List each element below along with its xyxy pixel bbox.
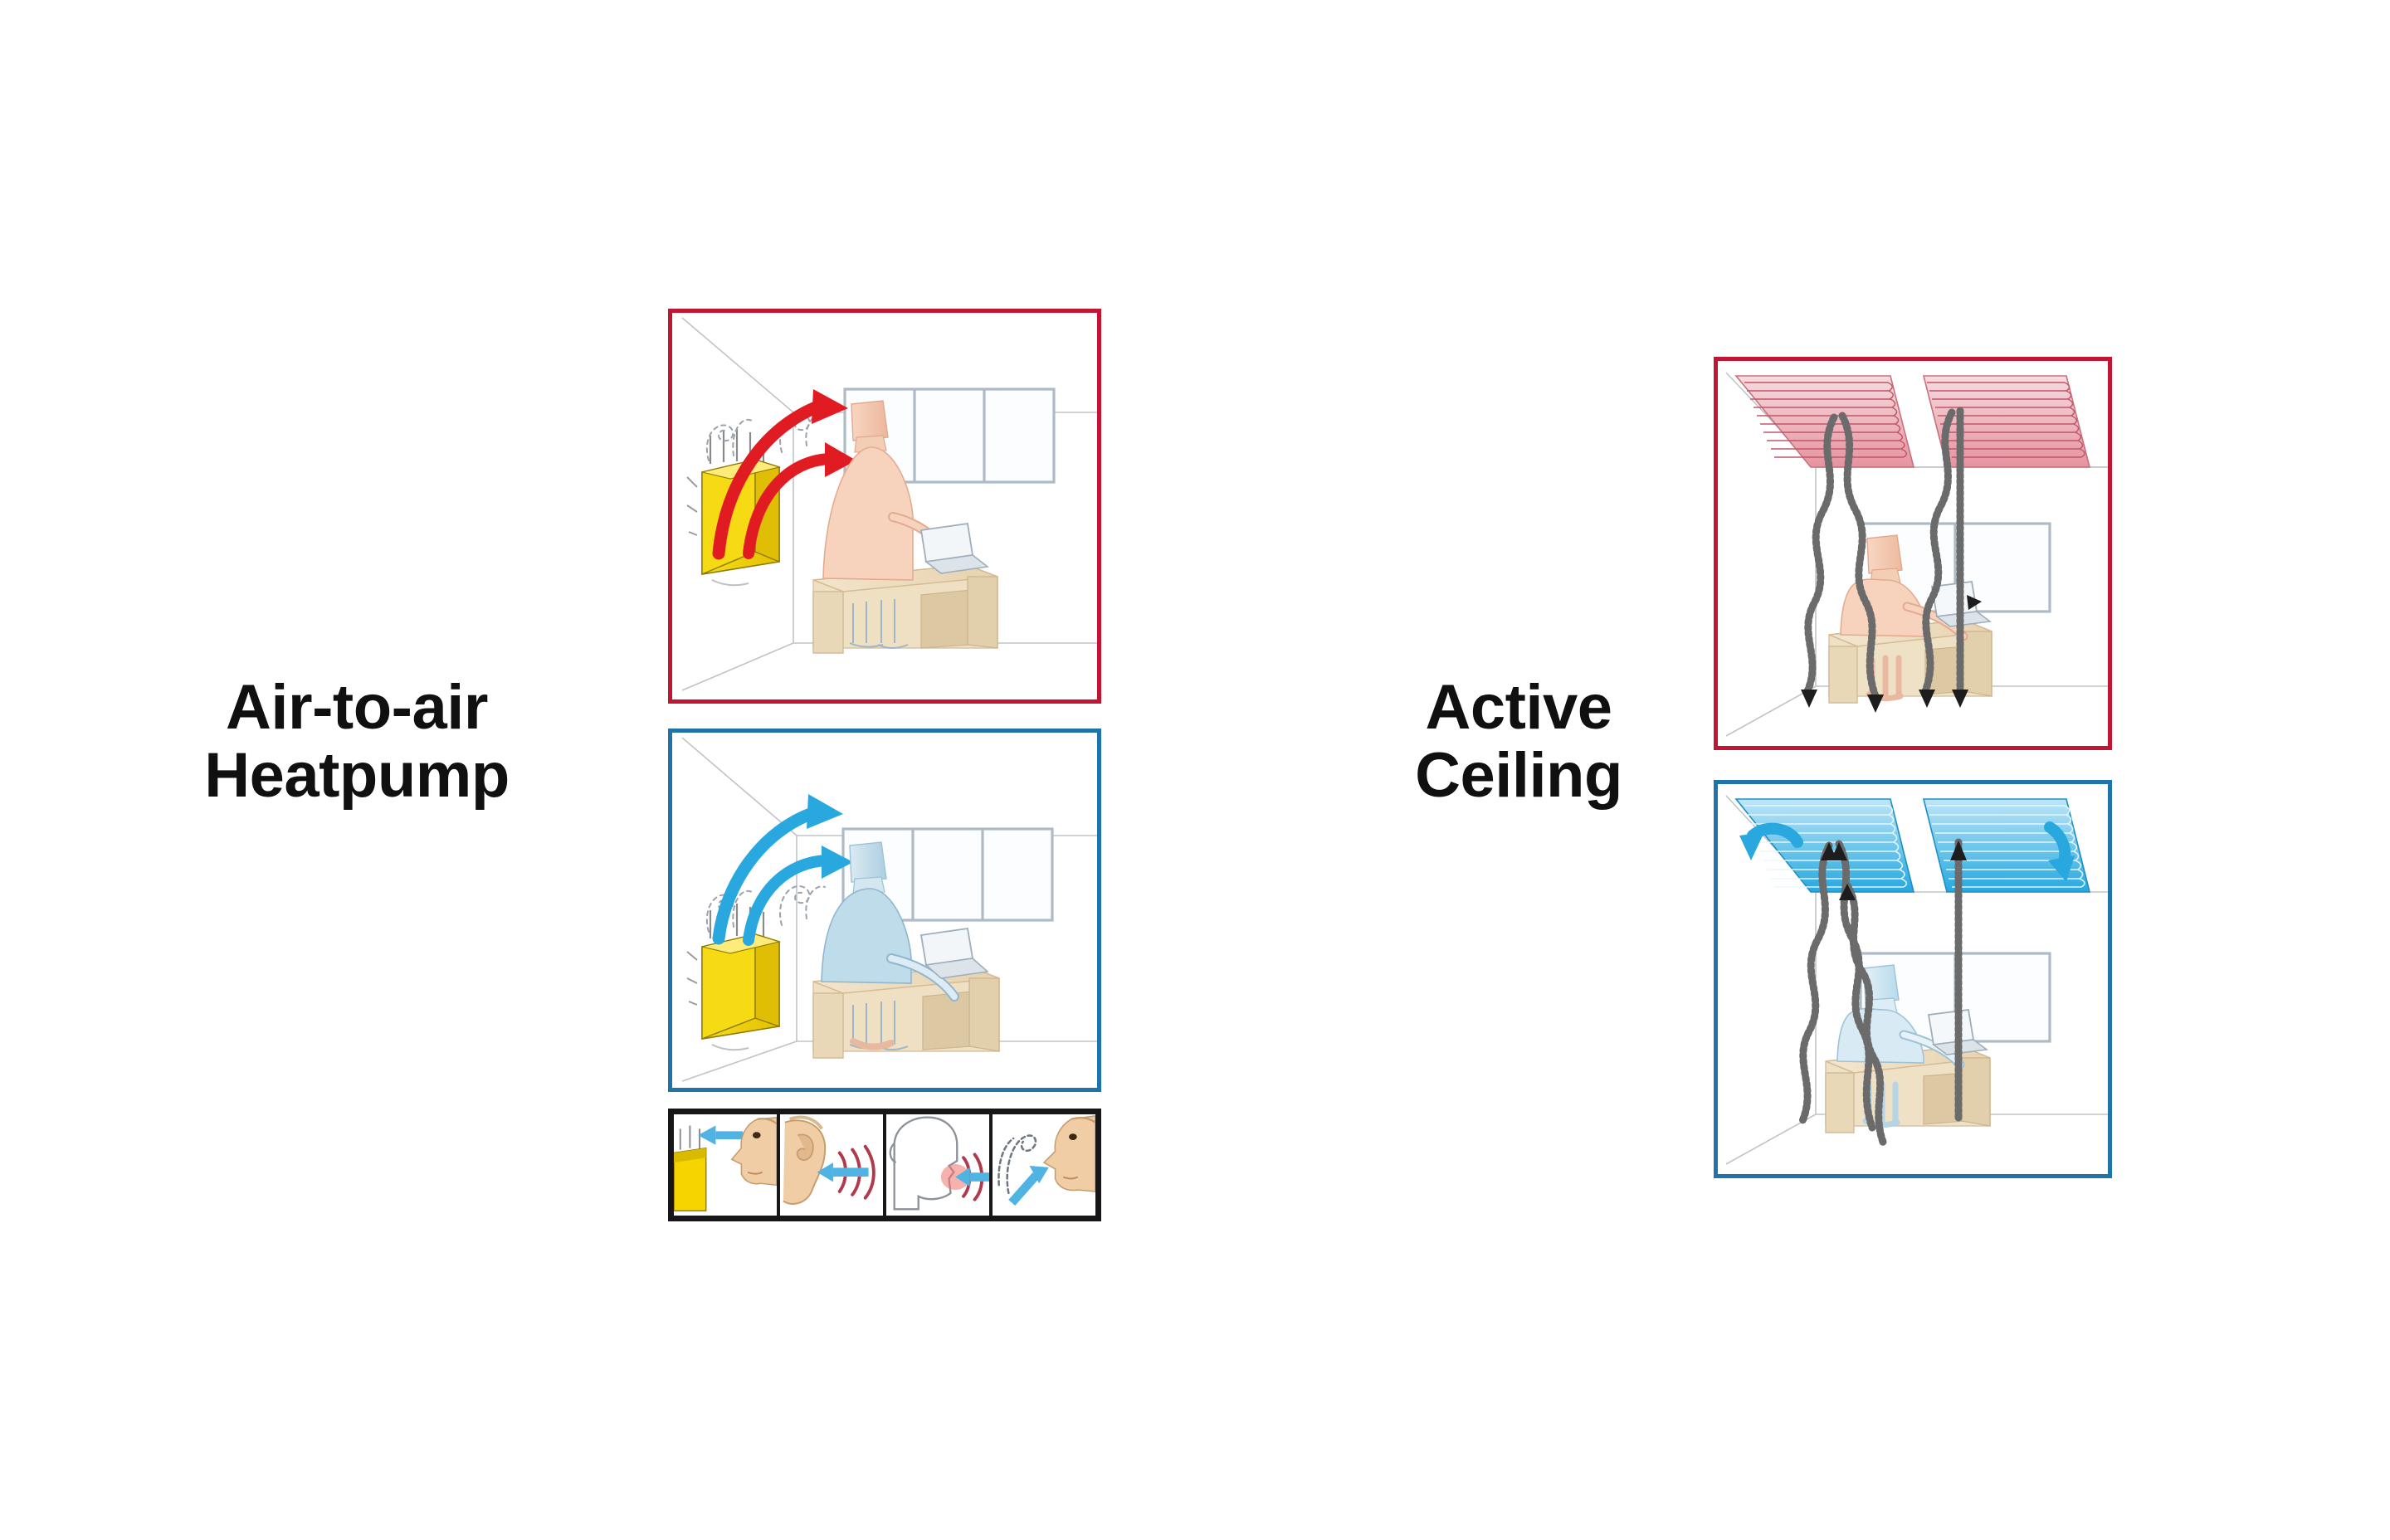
odour-swirl-icon bbox=[997, 1134, 1037, 1195]
radiation-arrowheads-down bbox=[1801, 595, 1982, 713]
strip-cell-odour bbox=[993, 1114, 1095, 1216]
system-label-active-ceiling: Active Ceiling bbox=[1415, 672, 1622, 811]
panel-ceiling-cooling bbox=[1714, 780, 2112, 1178]
panel-heatpump-cooling bbox=[668, 729, 1101, 1092]
panel-heatpump-side-effects-strip bbox=[668, 1109, 1101, 1221]
ceiling-panel-warm-right bbox=[1922, 375, 2091, 468]
occupant-figure bbox=[821, 841, 959, 1001]
airflow-arrow-icon bbox=[817, 1162, 869, 1182]
face-profile-icon bbox=[730, 1117, 777, 1186]
laptop-icon bbox=[919, 522, 989, 574]
strip-cell-speech-masking bbox=[886, 1114, 993, 1216]
system-label-air-to-air-heatpump: Air-to-air Heatpump bbox=[204, 672, 510, 811]
ceiling-panel-warm-left bbox=[1734, 375, 1915, 468]
convection-arrow-left bbox=[1739, 822, 1803, 860]
ear-icon bbox=[783, 1115, 827, 1205]
strip-cell-draught bbox=[674, 1114, 780, 1216]
radiation-arrowheads-up bbox=[1821, 841, 1967, 900]
convection-arrow-right bbox=[2044, 821, 2075, 882]
panel-ceiling-heating bbox=[1714, 357, 2112, 750]
scene-ceiling-heating bbox=[1718, 361, 2108, 746]
panel-heatpump-heating bbox=[668, 309, 1101, 704]
head-outline-icon bbox=[889, 1116, 958, 1211]
airflow-arrow-icon bbox=[698, 1125, 744, 1145]
radiation-arrow-down-group bbox=[1803, 407, 1964, 700]
laptop-icon bbox=[919, 927, 989, 979]
scene-ceiling-cooling bbox=[1718, 784, 2108, 1174]
scene-heatpump-cooling bbox=[672, 733, 1097, 1088]
strip-cell-noise-heard bbox=[780, 1114, 886, 1216]
scene-heatpump-heating bbox=[672, 313, 1097, 699]
heatpump-unit-icon bbox=[674, 1125, 707, 1211]
airflow-arrow-cooling bbox=[712, 794, 853, 946]
airflow-arrow-icon bbox=[955, 1167, 989, 1187]
airflow-arrow-heating bbox=[712, 389, 856, 560]
occupant-figure bbox=[1840, 534, 1968, 641]
face-profile-icon bbox=[1042, 1115, 1095, 1192]
airflow-arrow-icon bbox=[1008, 1165, 1049, 1206]
